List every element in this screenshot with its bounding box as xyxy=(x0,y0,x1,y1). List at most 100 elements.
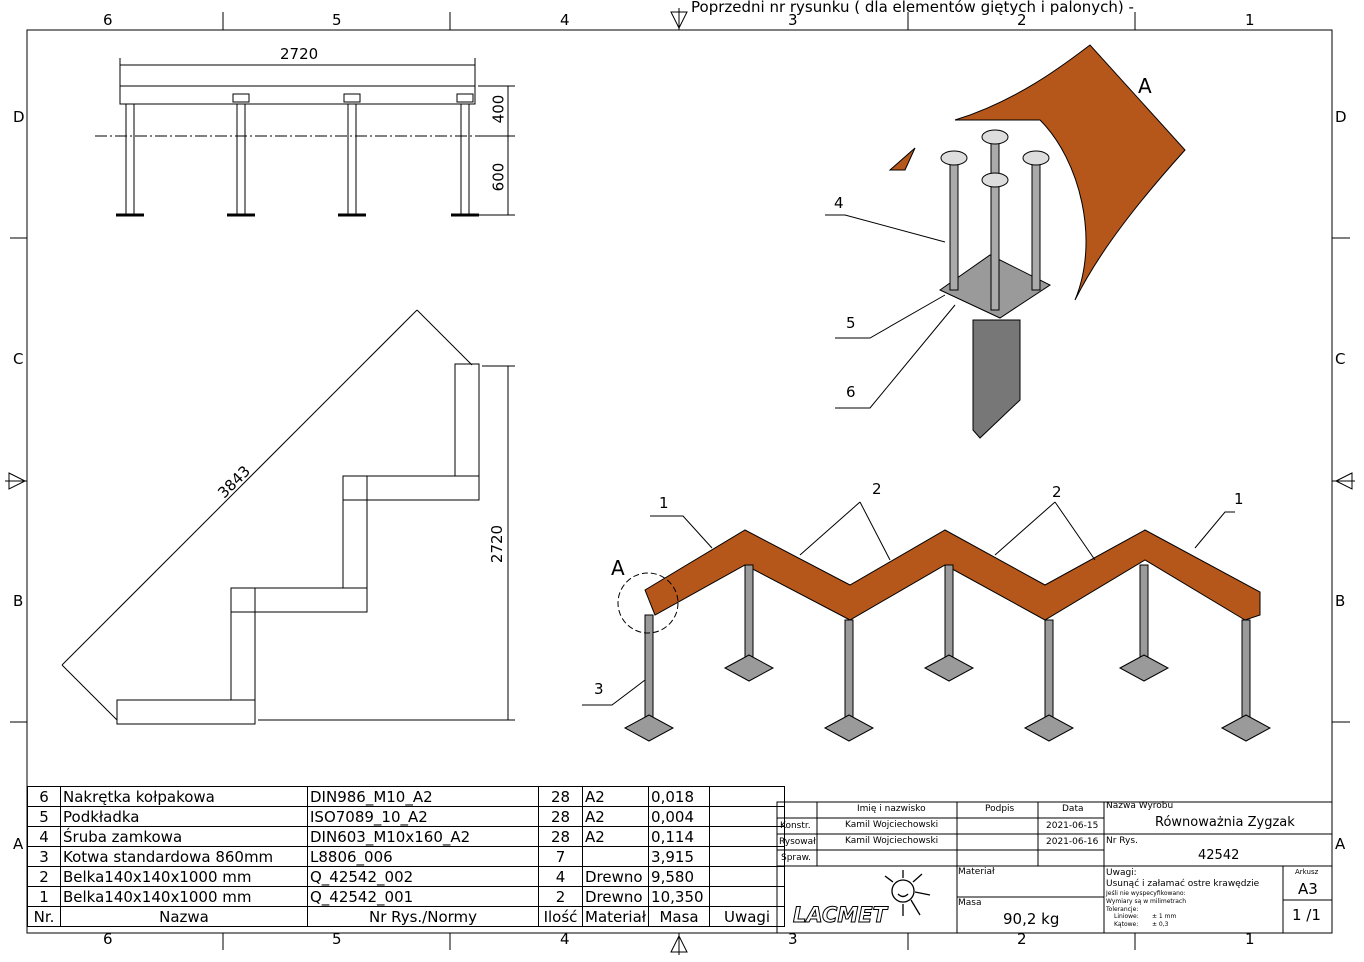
parts-list-cell: 9,580 xyxy=(648,866,711,887)
header-cell: Ilość xyxy=(538,906,583,927)
parts-list-cell: 2 xyxy=(538,886,583,907)
zone-row: A xyxy=(13,835,24,853)
zone-col: 5 xyxy=(332,11,342,29)
parts-list-cell xyxy=(709,806,786,827)
zone-col: 4 xyxy=(560,11,570,29)
parts-list-cell: Q_42542_001 xyxy=(307,886,539,907)
header-cell: Uwagi xyxy=(709,906,786,927)
zone-row: B xyxy=(13,592,24,610)
mass-label: Masa xyxy=(958,898,982,908)
zone-col: 4 xyxy=(560,930,570,948)
parts-list-cell: 2 xyxy=(27,866,61,887)
sheet-size: A3 xyxy=(1298,880,1318,898)
rys-label: Rysował xyxy=(779,837,816,847)
note: Usunąć i załamać ostre krawędzie xyxy=(1106,879,1260,889)
konstr-label: Konstr. xyxy=(780,821,811,831)
tol-label: Liniowe: xyxy=(1114,913,1139,920)
zone-col: 3 xyxy=(788,930,798,948)
drawing-no: 42542 xyxy=(1198,848,1240,863)
mass-value: 90,2 kg xyxy=(1003,910,1060,928)
detail-marker: A xyxy=(611,556,625,580)
detail-label: A xyxy=(1138,74,1152,98)
lacmet-logo xyxy=(884,870,931,916)
zone-row: D xyxy=(1335,108,1347,126)
callout: 2 xyxy=(1052,483,1062,501)
zone-ticks xyxy=(5,8,1355,955)
front-view xyxy=(95,58,515,217)
zone-col: 2 xyxy=(1017,930,1027,948)
tol-label: Kątowe: xyxy=(1114,921,1139,928)
zone-col: 5 xyxy=(332,930,342,948)
parts-list-cell: 0,018 xyxy=(648,786,711,807)
parts-list-cell: 1 xyxy=(27,886,61,907)
parts-list-cell: A2 xyxy=(581,806,650,827)
note: Wymiary są w milimetrach xyxy=(1106,898,1186,905)
note: Tolerancje: xyxy=(1106,906,1139,913)
parts-list-cell xyxy=(709,826,786,847)
parts-list-cell: 0,114 xyxy=(648,826,711,847)
dim-plan-height: 2720 xyxy=(488,524,507,564)
rys-date: 2021-06-16 xyxy=(1046,837,1099,847)
parts-list-cell: Belka140x140x1000 mm xyxy=(60,866,308,887)
parts-list-header: Nr. Nazwa Nr Rys./Normy Ilość Materiał M… xyxy=(27,906,786,927)
callout: 5 xyxy=(846,314,856,332)
detail-view-a xyxy=(825,44,1186,439)
parts-list-cell: DIN986_M10_A2 xyxy=(307,786,539,807)
parts-list-cell: 5 xyxy=(27,806,61,827)
parts-list-cell: 3,915 xyxy=(648,846,711,867)
parts-list-cell: Podkładka xyxy=(60,806,308,827)
parts-list-cell: Nakrętka kołpakowa xyxy=(60,786,308,807)
sheet-number: 1 /1 xyxy=(1292,906,1321,924)
callout: 3 xyxy=(594,680,604,698)
parts-list-cell xyxy=(709,886,786,907)
zone-row: A xyxy=(1335,835,1346,853)
zone-row: C xyxy=(13,350,24,368)
parts-list-cell: 7 xyxy=(538,846,583,867)
parts-list-cell xyxy=(709,846,786,867)
parts-list-cell: 6 xyxy=(27,786,61,807)
dim-lower-height: 600 xyxy=(489,162,508,192)
header-cell: Nazwa xyxy=(60,906,308,927)
note: Jeśli nie wyspecyfikowano: xyxy=(1106,890,1186,897)
parts-list-cell: 3 xyxy=(27,846,61,867)
parts-list-cell xyxy=(709,786,786,807)
header-cell: Nr. xyxy=(27,906,61,927)
callout: 6 xyxy=(846,383,856,401)
parts-list-cell: Q_42542_002 xyxy=(307,866,539,887)
parts-list-cell: Śruba zamkowa xyxy=(60,826,308,847)
iso-view xyxy=(582,501,1272,742)
dim-upper-height: 400 xyxy=(489,94,508,124)
parts-list-cell: L8806_006 xyxy=(307,846,539,867)
plan-view xyxy=(61,309,515,725)
col-name-label: Imię i nazwisko xyxy=(857,804,926,814)
parts-list-cell: A2 xyxy=(581,786,650,807)
callout: 1 xyxy=(1234,490,1244,508)
notes-label: Uwagi: xyxy=(1106,868,1137,878)
callout: 4 xyxy=(834,194,844,212)
material-label: Materiał xyxy=(958,867,995,877)
parts-list-cell: 28 xyxy=(538,786,583,807)
header-cell: Materiał xyxy=(581,906,650,927)
parts-list-cell: Drewno xyxy=(581,866,650,887)
callout: 1 xyxy=(659,494,669,512)
zone-col: 3 xyxy=(788,11,798,29)
product-name: Równoważnia Zygzak xyxy=(1155,815,1295,830)
zone-col: 6 xyxy=(103,930,113,948)
spraw-label: Spraw. xyxy=(781,853,812,863)
parts-list-cell: DIN603_M10x160_A2 xyxy=(307,826,539,847)
col-date-label: Data xyxy=(1062,804,1084,814)
parts-list-cell: Kotwa standardowa 860mm xyxy=(60,846,308,867)
callout: 2 xyxy=(872,480,882,498)
parts-list-cell: Drewno xyxy=(581,886,650,907)
parts-list-cell xyxy=(581,846,650,867)
tol-value: ± 1 mm xyxy=(1152,913,1177,920)
title-block-lines xyxy=(776,801,1333,934)
